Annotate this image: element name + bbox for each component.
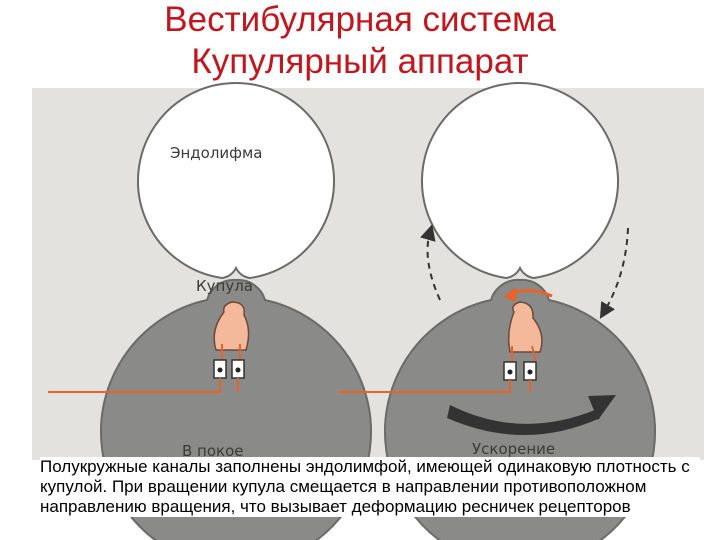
acceleration-label: Ускорение [472,440,555,458]
cupula-deflection-arrow [504,287,553,302]
endolymph-flow-arrows [420,224,629,319]
right-nerve-fibers [338,380,531,393]
rotation-arrow [447,395,616,435]
slide-title-line-1: Вестибулярная система [164,0,556,39]
at-rest-label: В покое [182,442,244,460]
caption-text: Полукружные каналы заполнены эндолимфой,… [40,457,700,517]
cupula-label: Купула [196,277,253,295]
endolymph-label: Эндолифма [170,144,263,162]
slide-title-line-2: Купулярный аппарат [191,42,529,81]
right-cupula-deflected [507,301,543,363]
left-cupula [213,301,250,360]
left-nerve-fibers [48,378,239,393]
